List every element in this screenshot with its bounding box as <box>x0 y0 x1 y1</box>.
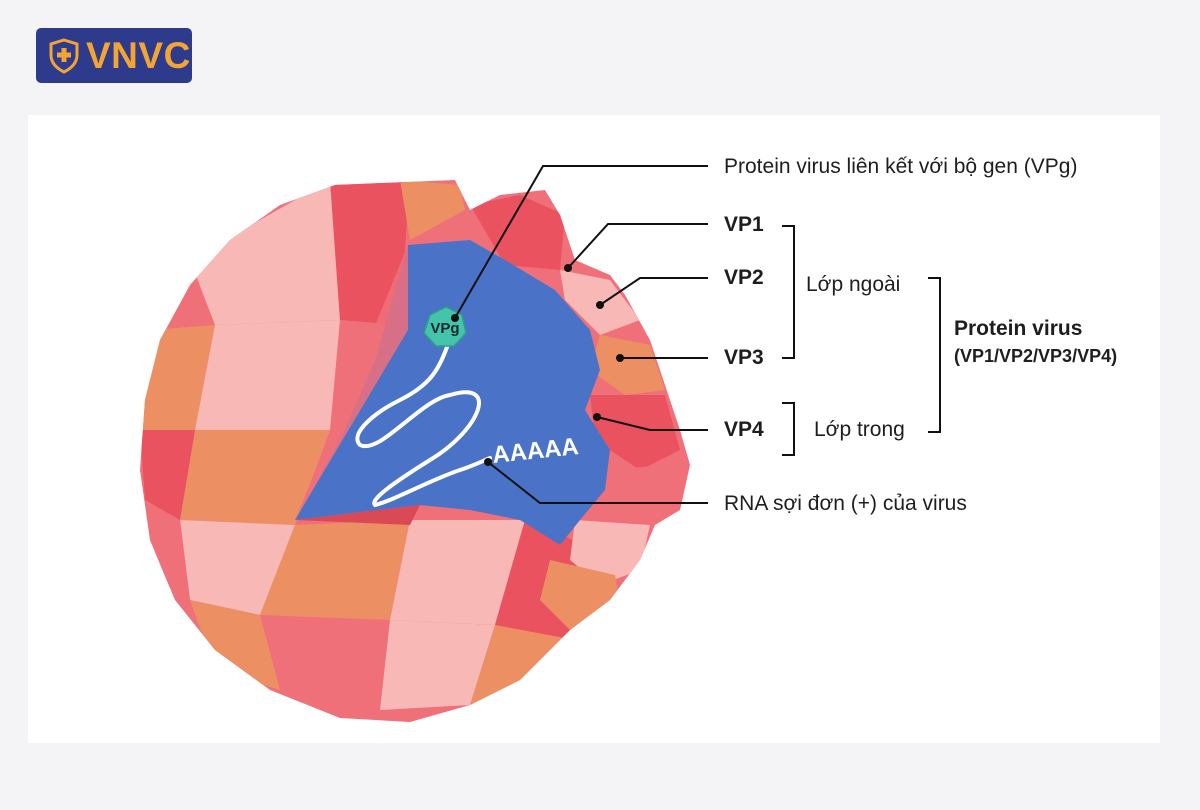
inner-layer-label: Lớp trong <box>814 418 905 441</box>
protein-virus-title: Protein virus <box>954 317 1083 340</box>
vp2-label: VP2 <box>724 266 764 289</box>
vnvc-logo: VNVC <box>36 28 192 83</box>
callout-lines <box>454 165 941 504</box>
outer-layer-label: Lớp ngoài <box>806 273 901 296</box>
vp1-label: VP1 <box>724 213 764 236</box>
vp3-label: VP3 <box>724 346 764 369</box>
shield-cross-icon <box>49 37 79 74</box>
rna-strand <box>355 336 492 508</box>
callout-dots <box>451 264 624 466</box>
vpg-callout-label: Protein virus liên kết với bộ gen (VPg) <box>724 155 1078 178</box>
vp4-label: VP4 <box>724 418 764 441</box>
rna-label: RNA sợi đơn (+) của virus <box>724 492 967 515</box>
protein-virus-list: (VP1/VP2/VP3/VP4) <box>954 346 1118 366</box>
brand-name: VNVC <box>86 34 191 76</box>
vpg-badge-label: VPg <box>430 320 459 337</box>
